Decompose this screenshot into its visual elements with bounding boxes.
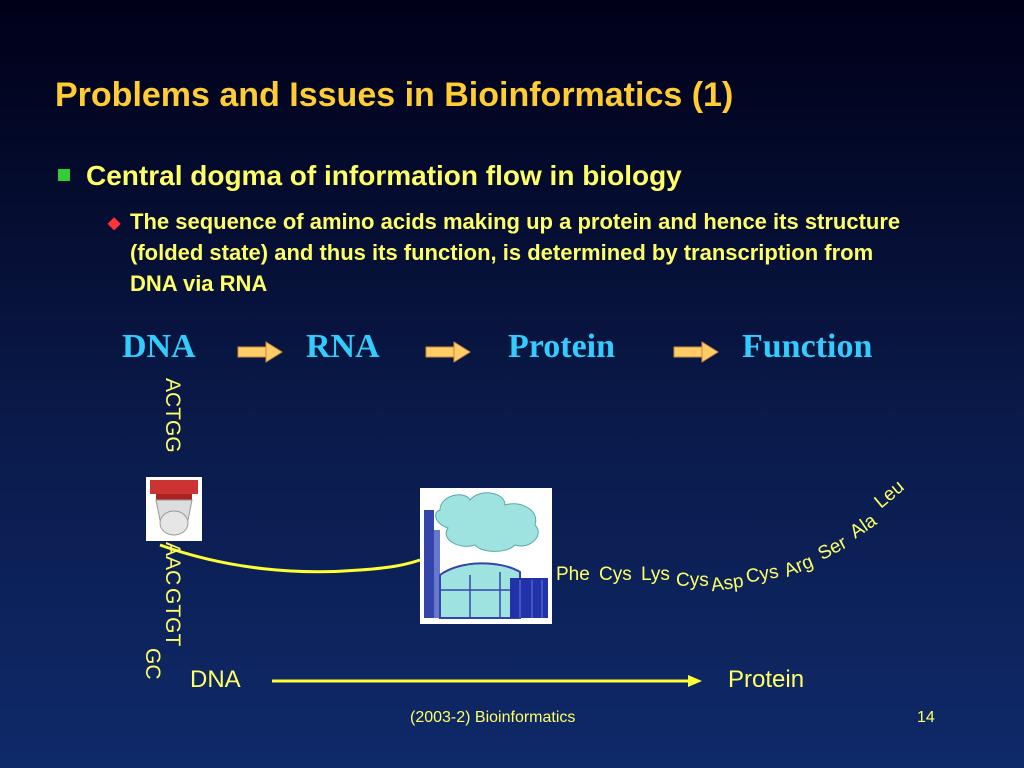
- scanner-icon: [146, 477, 202, 541]
- amino-acid-1: Phe: [556, 564, 590, 585]
- flow-step-rna: RNA: [306, 328, 380, 365]
- factory-icon: [420, 488, 552, 624]
- bottom-label-dna: DNA: [190, 666, 241, 693]
- flow-step-function: Function: [742, 328, 873, 365]
- flow-arrow-2: [425, 341, 471, 363]
- bullet-level2: ◆ The sequence of amino acids making up …: [108, 206, 908, 299]
- bottom-label-protein: Protein: [728, 666, 805, 693]
- footer-page-number: 14: [917, 709, 935, 726]
- bullet-level1-text: Central dogma of information flow in bio…: [86, 160, 682, 191]
- dna-to-protein-arrow: [272, 675, 702, 687]
- amino-acid-2: Cys: [599, 564, 632, 585]
- amino-acid-4: Cys: [676, 570, 709, 591]
- flow-step-dna: DNA: [122, 328, 196, 365]
- flow-step-protein: Protein: [508, 328, 616, 365]
- flow-arrow-1: [237, 341, 283, 363]
- bullet-level1: Central dogma of information flow in bio…: [58, 160, 682, 192]
- flow-arrow-3: [673, 341, 719, 363]
- bullet-level2-text: The sequence of amino acids making up a …: [130, 209, 901, 296]
- amino-acid-3: Lys: [641, 564, 670, 585]
- slide-title: Problems and Issues in Bioinformatics (1…: [55, 76, 734, 114]
- dna-seq-part1: ACTGG: [161, 378, 184, 453]
- footer-course: (2003-2) Bioinformatics: [410, 709, 576, 726]
- connector-curve: [159, 543, 421, 574]
- dna-seq-part2: AAC: [161, 542, 184, 586]
- square-bullet-icon: [58, 168, 70, 181]
- dna-seq-part3: GTGT: [161, 588, 184, 647]
- diamond-bullet-icon: ◆: [108, 215, 121, 232]
- dna-seq-part4: GC: [141, 648, 164, 680]
- amino-acid-5: Asp: [709, 570, 745, 597]
